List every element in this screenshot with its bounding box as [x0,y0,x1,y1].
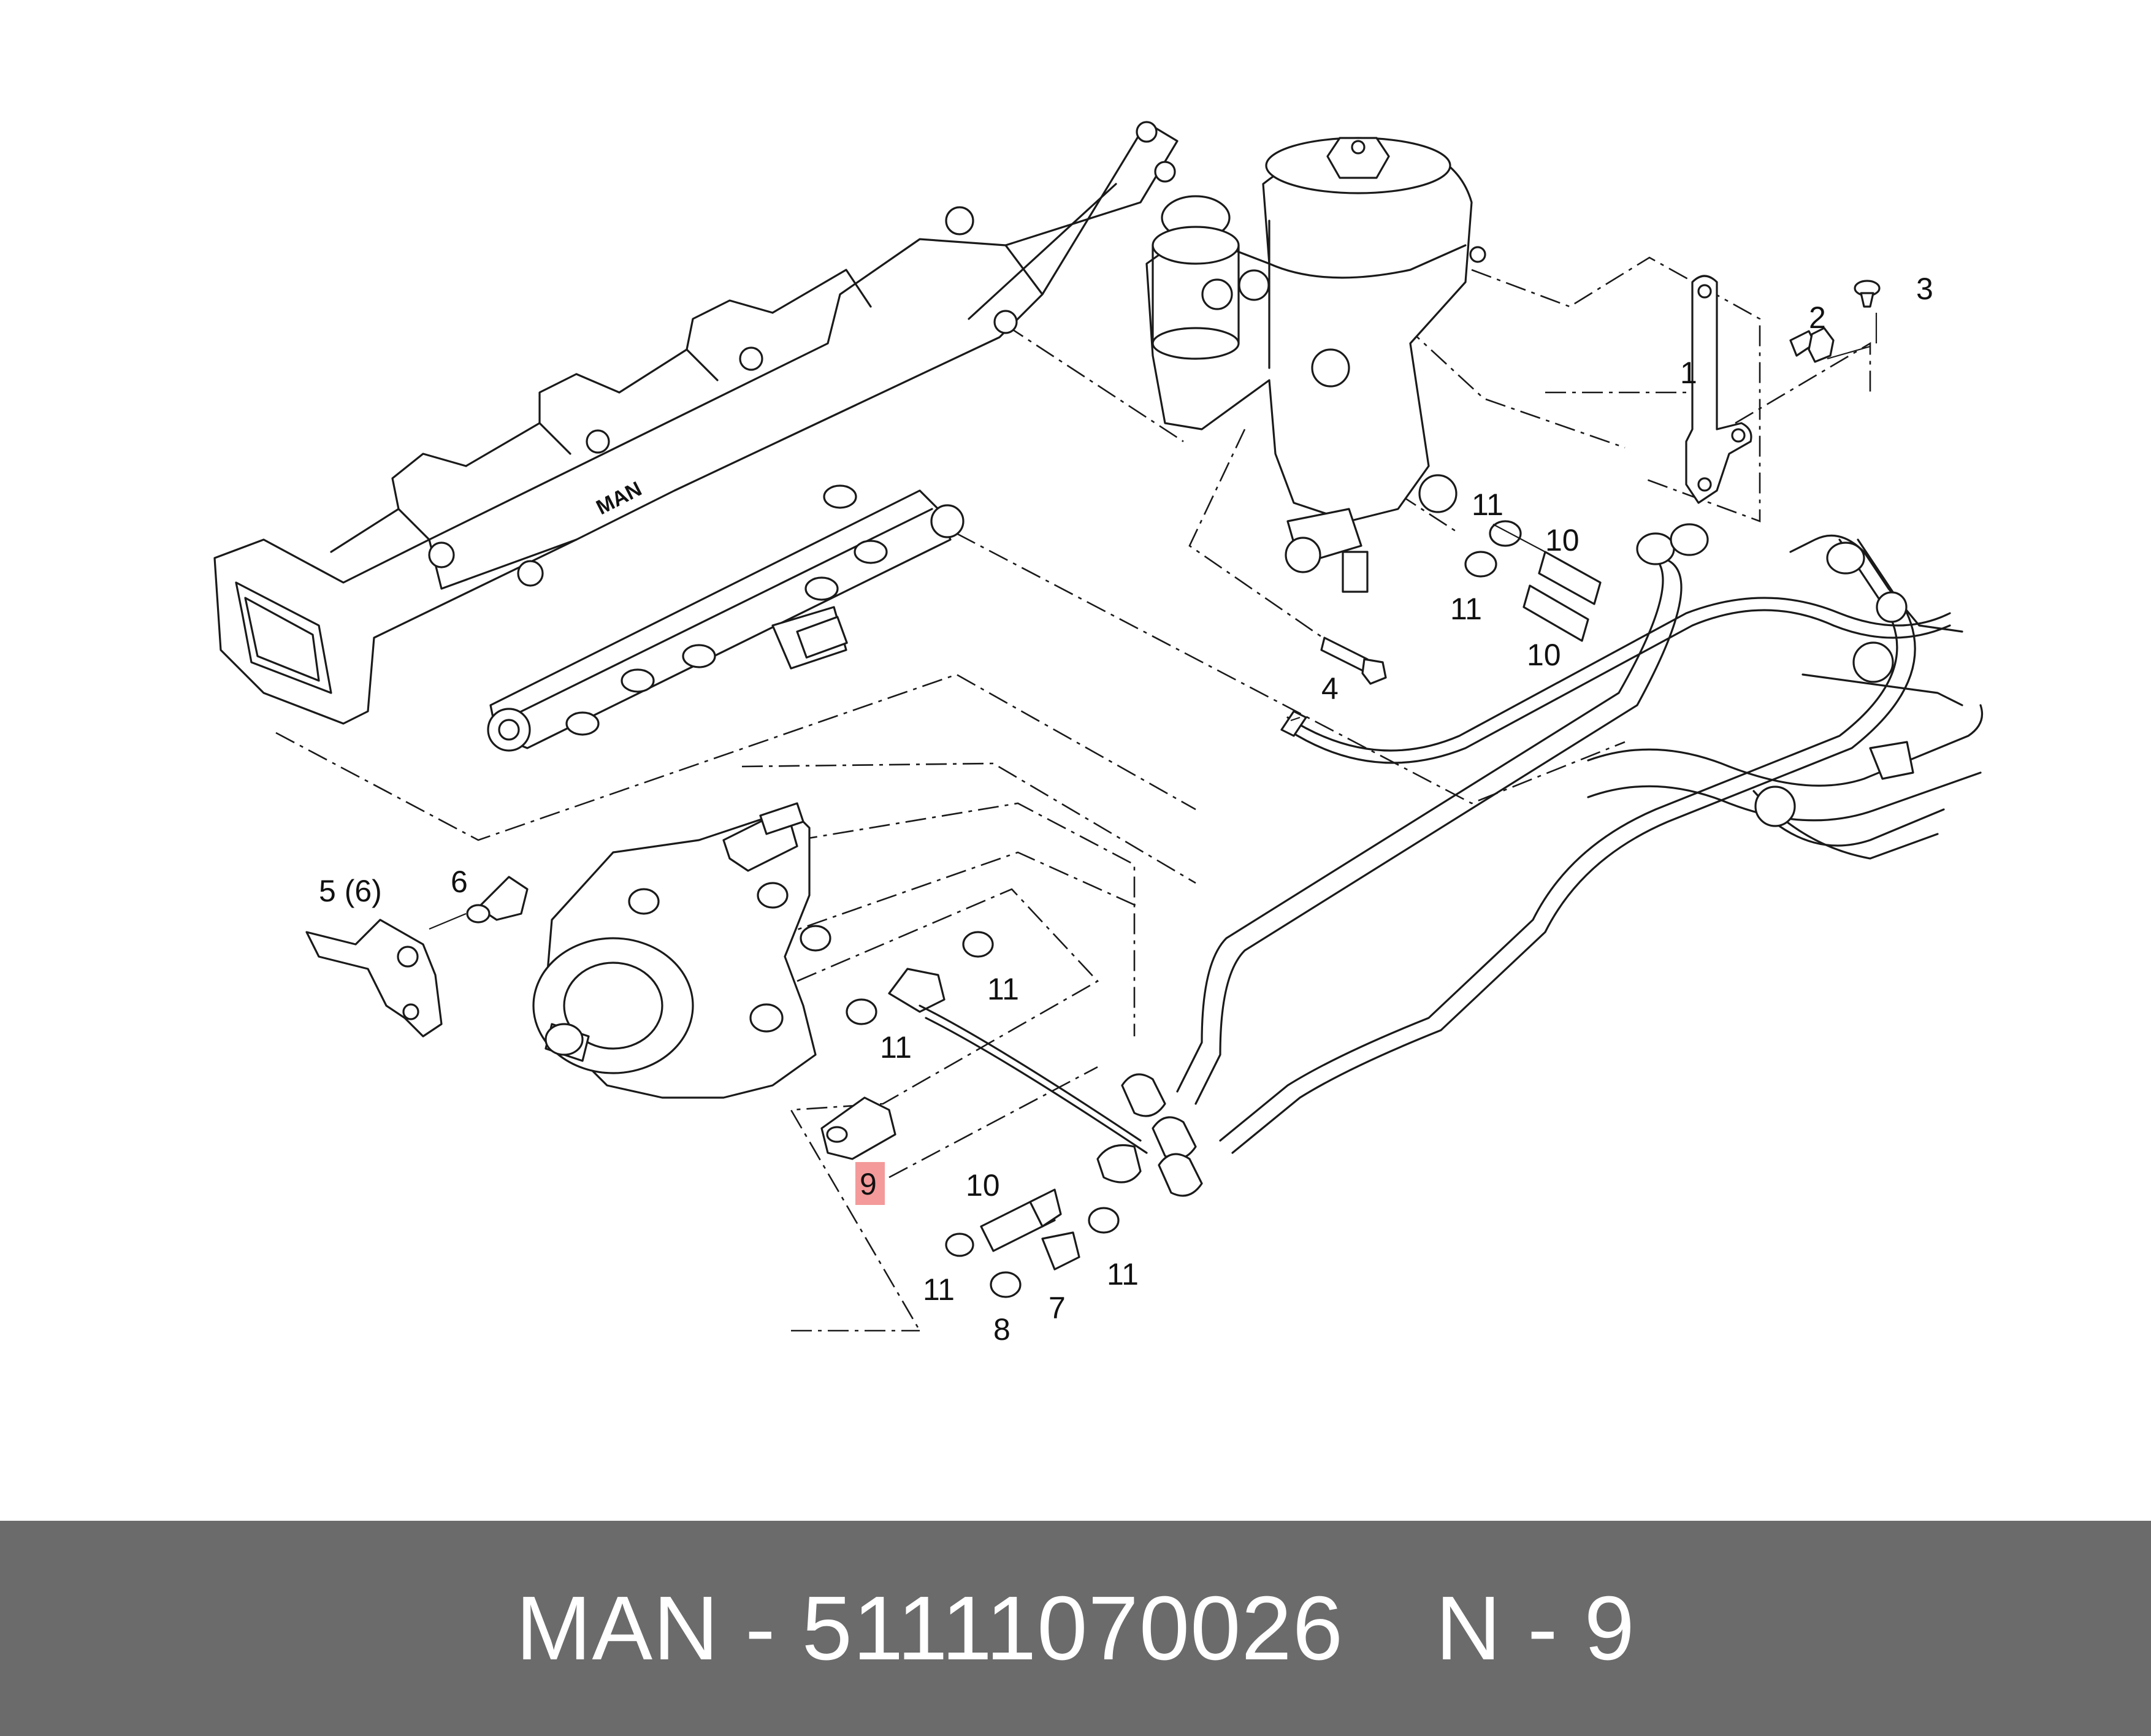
callout-7: 7 [1049,1291,1066,1325]
callout-11-d: 11 [880,1030,912,1065]
bolt-4 [1320,637,1387,685]
callout-1: 1 [1680,356,1697,390]
high-pressure-pump [532,802,831,1099]
callout-11-b: 11 [1450,592,1482,626]
callout-8: 8 [993,1312,1011,1347]
leader-lines [429,313,1878,930]
lower-fittings [820,931,1148,1298]
common-rail [487,484,965,752]
bolt-3 [1854,280,1881,308]
callout-4: 4 [1321,671,1339,706]
callout-3: 3 [1916,272,1933,306]
callout-2: 2 [1809,300,1826,335]
callout-10-b: 10 [1527,638,1561,672]
footer-position-number: 9 [1584,1577,1635,1679]
assembly-dash-lines [275,256,1871,1332]
callout-6: 6 [451,865,468,899]
filter-fittings [1464,520,1602,642]
callout-11-c: 11 [987,972,1019,1006]
fuel-filter-housing [1145,137,1486,593]
footer-position-separator: - [1527,1577,1559,1679]
callout-9-highlight [855,1162,885,1205]
parts-diagram: MAN [213,121,1984,1347]
footer-separator: - [745,1577,776,1679]
callout-10-a: 10 [1545,523,1580,557]
pump-bracket [305,919,443,1038]
fuel-lines [1121,523,1984,1197]
bolt-2 [1789,327,1835,363]
part-number-footer: MAN - 51111070026 N - 9 [0,1521,2151,1736]
footer-position-prefix: N [1435,1577,1502,1679]
footer-brand: MAN [516,1577,720,1679]
footer-part-number: 51111070026 [801,1577,1344,1679]
intake-manifold: MAN [213,121,1179,725]
callout-9: 9 [860,1167,877,1201]
callout-11-a: 11 [1472,488,1503,522]
callout-5-6: 5 (6) [319,874,382,908]
filter-bracket [1685,275,1752,504]
callout-10-c: 10 [966,1168,1000,1203]
bolt-6 [466,876,529,923]
callout-11-e: 11 [923,1272,955,1307]
callout-11-f: 11 [1107,1257,1139,1291]
callouts: 1 2 3 4 5 (6) 6 7 8 9 10 10 10 11 11 11 … [319,272,1933,1347]
